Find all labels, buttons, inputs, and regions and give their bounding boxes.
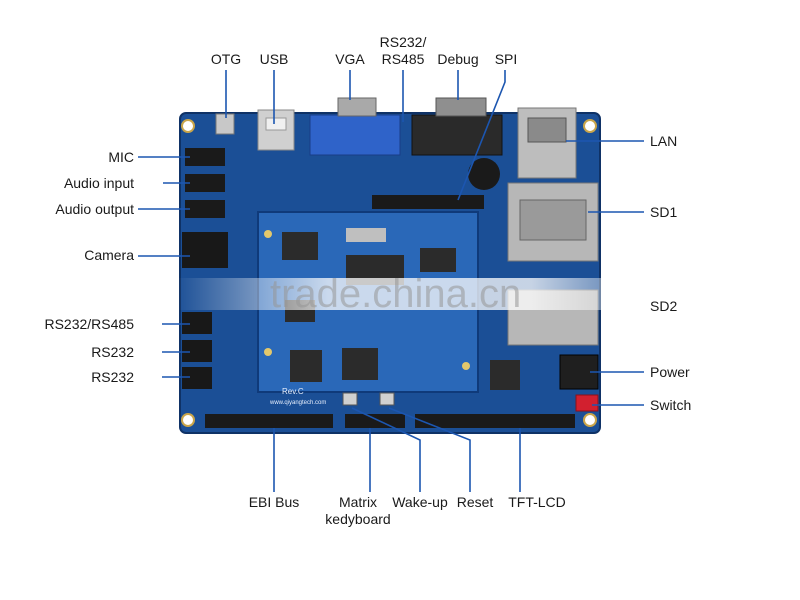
cpu-chip (282, 232, 318, 260)
lan-port (527, 117, 567, 143)
chip (290, 350, 322, 382)
otg-label: OTG (210, 51, 242, 67)
switch-label: Switch (650, 397, 692, 413)
audio-output-label: Audio output (55, 201, 134, 217)
flash-chip (420, 248, 456, 272)
audio-input-label: Audio input (63, 175, 134, 191)
rs232-rs485-top-label-line2: RS485 (381, 51, 425, 67)
spi-label: SPI (494, 51, 518, 67)
camera-label: Camera (84, 247, 134, 263)
board-rev-text: Rev.C (282, 387, 304, 396)
power-switch (575, 394, 599, 412)
reset-label: Reset (456, 494, 494, 510)
mounting-hole (181, 119, 195, 133)
power-label: Power (650, 364, 690, 380)
wake-up-button (342, 392, 358, 406)
vga-label: VGA (335, 51, 365, 67)
ebi-bus-header (205, 414, 333, 428)
rs232-header-a (182, 340, 212, 362)
board-website-text: www.qiyangtech.com (269, 400, 326, 406)
vga-shell (337, 97, 377, 117)
mounting-hole (583, 119, 597, 133)
module-hole (264, 348, 272, 356)
sd1-slot-inner (519, 199, 587, 241)
inductor (490, 360, 520, 390)
vga-connector (309, 114, 401, 156)
rs232-label-a: RS232 (91, 344, 134, 360)
sd2-label: SD2 (650, 298, 678, 314)
watermark-band (175, 278, 685, 310)
mic-label: MIC (108, 149, 134, 165)
debug-db9-connector (411, 114, 503, 156)
audio-input-jack (185, 174, 225, 192)
rs232-header-b (182, 367, 212, 389)
sd1-label: SD1 (650, 204, 678, 220)
otg-connector (215, 113, 235, 135)
rs232-rs485-header (182, 312, 212, 334)
rs232-rs485-top-label-line1: RS232/ (379, 34, 427, 50)
usb-port (265, 117, 287, 131)
rs232-rs485-left-label: RS232/RS485 (44, 316, 134, 332)
debug-label: Debug (437, 51, 479, 67)
watermark: trade.china.cn (270, 272, 522, 316)
debug-shell (435, 97, 487, 117)
mic-jack (185, 148, 225, 166)
spi-header (372, 195, 484, 209)
module-hole (264, 230, 272, 238)
matrix-keyboard-header (345, 414, 405, 428)
usb-label: USB (259, 51, 289, 67)
ebi-bus-label: EBI Bus (248, 494, 300, 510)
buzzer (468, 158, 500, 190)
matrix-keyboard-label-line2: kedyboard (325, 511, 391, 527)
tft-lcd-header (415, 414, 575, 428)
rs232-label-b: RS232 (91, 369, 134, 385)
camera-header (182, 232, 228, 268)
reset-button (379, 392, 395, 406)
tft-lcd-label: TFT-LCD (508, 494, 566, 510)
matrix-keyboard-label-line1: Matrix (338, 494, 378, 510)
leader-lines (138, 70, 644, 492)
chip (342, 348, 378, 380)
mounting-hole (181, 413, 195, 427)
lan-label: LAN (650, 133, 678, 149)
wake-up-label: Wake-up (392, 494, 448, 510)
memory-chip (346, 228, 386, 242)
mounting-hole (583, 413, 597, 427)
module-hole (462, 362, 470, 370)
audio-output-jack (185, 200, 225, 218)
